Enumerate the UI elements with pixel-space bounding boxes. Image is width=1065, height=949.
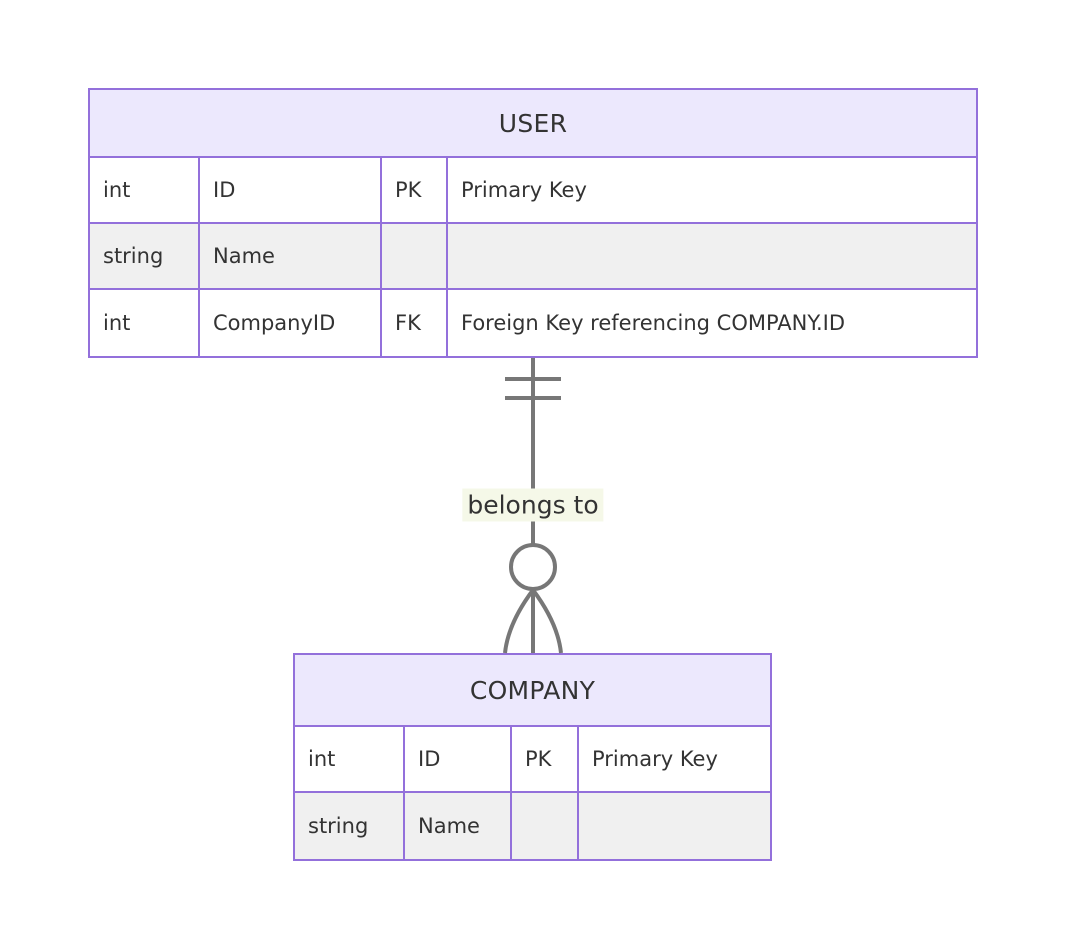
attribute-type: string xyxy=(295,793,405,859)
table-row[interactable]: int ID PK Primary Key xyxy=(90,158,976,224)
cardinality-zero-circle-icon xyxy=(509,543,557,591)
attribute-comment: Primary Key xyxy=(461,178,587,202)
attribute-key: FK xyxy=(382,290,448,356)
entity-user-title: USER xyxy=(90,90,976,158)
relationship-label: belongs to xyxy=(462,488,604,522)
attribute-name: CompanyID xyxy=(200,290,382,356)
attribute-key: PK xyxy=(382,158,448,222)
attribute-type: string xyxy=(90,224,200,288)
entity-company-title: COMPANY xyxy=(295,655,770,727)
table-row[interactable]: int ID PK Primary Key xyxy=(295,727,770,793)
table-row[interactable]: string Name xyxy=(90,224,976,290)
entity-company[interactable]: COMPANY int ID PK Primary Key string Nam… xyxy=(293,653,772,861)
attribute-comment: Foreign Key referencing COMPANY.ID xyxy=(461,311,845,335)
entity-company-attributes: int ID PK Primary Key string Name xyxy=(295,727,770,859)
attribute-comment xyxy=(579,793,770,859)
crowsfoot-right-prong-icon xyxy=(531,588,563,654)
table-row[interactable]: string Name xyxy=(295,793,770,859)
crowsfoot-left-prong-icon xyxy=(503,588,535,654)
entity-user-attributes: int ID PK Primary Key string Name int Co… xyxy=(90,158,976,356)
attribute-name: Name xyxy=(200,224,382,288)
attribute-key xyxy=(512,793,579,859)
attribute-name: ID xyxy=(200,158,382,222)
attribute-key xyxy=(382,224,448,288)
attribute-key: PK xyxy=(512,727,579,791)
entity-user[interactable]: USER int ID PK Primary Key string Name i… xyxy=(88,88,978,358)
attribute-comment xyxy=(448,224,976,288)
attribute-type: int xyxy=(90,158,200,222)
attribute-name: Name xyxy=(405,793,512,859)
attribute-comment: Primary Key xyxy=(592,747,718,771)
attribute-type: int xyxy=(295,727,405,791)
attribute-type: int xyxy=(90,290,200,356)
attribute-name: ID xyxy=(405,727,512,791)
table-row[interactable]: int CompanyID FK Foreign Key referencing… xyxy=(90,290,976,356)
